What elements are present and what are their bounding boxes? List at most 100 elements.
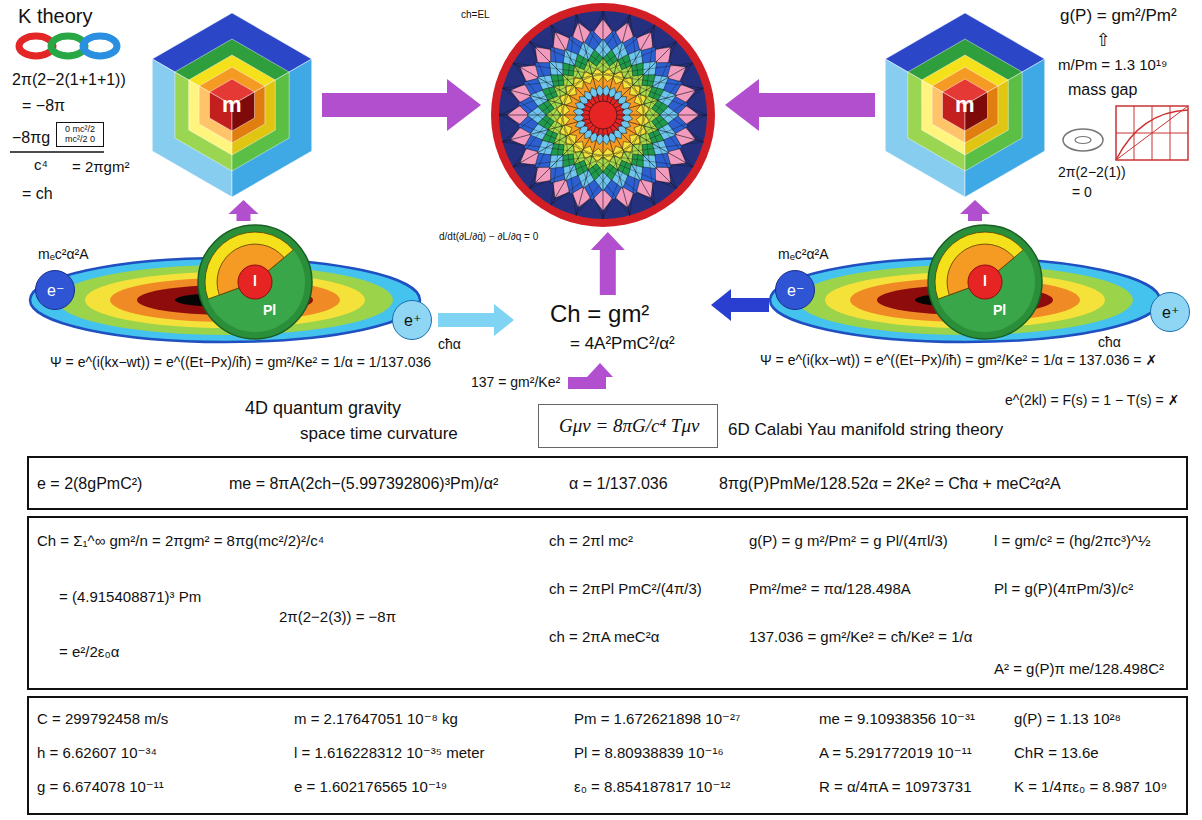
annotation-label: 6D Calabi Yau manifold string theory [728, 420, 1003, 440]
mass-gap-graph [1116, 106, 1188, 160]
mandala-chord [630, 15, 655, 206]
equation-box: Gμν = 8πG/c⁴ Tμν [538, 404, 718, 448]
mandala-chord [513, 63, 630, 216]
arrow-head [447, 79, 481, 131]
annotation-label: 2π(2−2(1+1+1)) [12, 70, 126, 89]
formula-text: A = 5.291772019 10⁻¹¹ [819, 744, 972, 762]
formula-group: Ch = gm²= 4A²PmC²/α² [520, 300, 705, 360]
formula-text: l = gm/c² = (hg/2πc³)^½ [994, 532, 1151, 550]
formula-text: ch = 2πA meC²α [549, 628, 659, 646]
mandala-spoke [551, 115, 603, 205]
annotation-label: = 0 [1072, 184, 1092, 201]
arrow-shaft [759, 93, 875, 117]
flow-arrow [591, 232, 625, 295]
formula-text: α = 1/137.036 [569, 474, 668, 493]
arrow-shaft [568, 377, 600, 383]
arrow-head [591, 232, 625, 250]
mandala-spoke [503, 115, 604, 142]
sphere-body [198, 225, 312, 339]
formula-text: m [222, 92, 242, 118]
formula-text: d/dt(∂L/∂q̇) − ∂L/∂q = 0 [439, 231, 538, 243]
mandala-chord [551, 25, 704, 142]
flow-arrow [725, 79, 875, 131]
mandala-chord [530, 42, 708, 116]
formula-text: g(P) = 1.13 10²⁸ [1014, 710, 1121, 728]
flow-arrow [568, 363, 613, 383]
mandala-circle: ch=ELd/dt(∂L/∂q̇) − ∂L/∂q = 0 [491, 3, 715, 227]
arrow-head [725, 79, 759, 131]
mandala-spoke [603, 115, 704, 142]
annotation-label: g(P) = gm²/Pm² [1060, 6, 1177, 26]
arrow-shaft [600, 250, 616, 295]
formula-text: ε₀ = 8.854187817 10⁻¹² [574, 778, 730, 796]
mandala-spoke [603, 115, 677, 189]
annotation-label: 2π(2−2(1)) [1058, 164, 1126, 181]
annotation-label: c⁴ [34, 156, 48, 174]
formula-text: A² = g(P)π me/128.498C² [994, 660, 1164, 678]
mandala-chord [513, 15, 630, 168]
annotation-label: ⇧ [1096, 30, 1111, 52]
formula-text: = e²/2ε₀α [59, 643, 119, 661]
formula-text: g = 6.674078 10⁻¹¹ [37, 778, 164, 796]
mandala-spoke [603, 42, 677, 116]
formula-text: C = 299792458 m/s [37, 710, 168, 728]
arrow-shaft [968, 214, 982, 221]
mandala-spoke [530, 42, 604, 116]
annotation-label: e^(2kl) = F(s) = 1 − T(s) = ✗ [1005, 392, 1179, 409]
formula-text: g(P) = g m²/Pm² = g Pl/(4πl/3) [749, 532, 948, 550]
formula-text: Pm = 1.672621898 10⁻²⁷ [574, 710, 740, 728]
mandala-chord [530, 11, 604, 189]
mandala-chord [513, 63, 704, 88]
mandala-chord [503, 63, 694, 88]
layered-sphere: lPl [197, 224, 313, 340]
formula-text: 2π(2−2(3)) = −8π [279, 608, 396, 626]
torus-outline [1063, 129, 1103, 151]
graph-line [1116, 106, 1188, 160]
formula-text: K = 1/4πε₀ = 8.987 10⁹ [1014, 778, 1167, 796]
formula-text: me = 8πA(2ch−(5.997392806)³Pm)/α² [229, 474, 498, 493]
mandala-chord [551, 15, 576, 206]
mandala-chord [576, 15, 693, 168]
annotation-label: 4D quantum gravity [245, 398, 401, 420]
mandala-chord [503, 25, 656, 142]
flow-arrow [711, 289, 769, 321]
formula-text: me = 9.10938356 10⁻³¹ [819, 710, 975, 728]
annotation-label: K theory [18, 4, 92, 28]
formula-text: 137 = gm²/Ke² [471, 374, 560, 391]
sphere-core [968, 265, 1002, 299]
mandala-chord [551, 88, 704, 205]
formula-text: ChR = 13.6e [1014, 744, 1099, 762]
mandala-spoke [603, 88, 704, 115]
mandala-spoke [603, 115, 655, 205]
formula-text: ch = 2πl mc² [549, 532, 633, 550]
sphere-body [935, 232, 1035, 332]
sphere-body [928, 225, 1042, 339]
formula-group: 137 = gm²/Ke² [468, 370, 565, 396]
fraction-line [10, 151, 104, 153]
formula-panel: Ch = Σ₁^∞ gm²/n = 2πgm² = 8πg(mc²/2)²/c⁴… [27, 516, 1188, 690]
mandala-chord [530, 42, 604, 220]
mandala-circle-outline [491, 3, 715, 227]
mandala-ring [491, 3, 715, 227]
formula-text: l = 1.616228312 10⁻³⁵ meter [294, 744, 485, 762]
mandala-core [589, 101, 617, 129]
mandala-ring [499, 11, 707, 219]
electron-circle: e⁻ [775, 270, 815, 310]
positron-circle: e⁺ [1150, 292, 1190, 332]
formula-text: Gμν = 8πG/c⁴ Tμν [559, 415, 699, 438]
formula-text: Pl [263, 302, 276, 319]
mandala-spoke [603, 15, 630, 116]
graph-frame [1116, 106, 1188, 160]
arrow-shaft [438, 313, 494, 327]
mandala-spoke [576, 15, 603, 116]
nested-cube-hexagon: m [152, 13, 312, 197]
annotation-label: −8πg [12, 128, 50, 147]
flow-arrow [960, 200, 990, 221]
mandala-spoke [603, 11, 604, 115]
mandala-spoke [603, 115, 630, 216]
formula-text: e⁻ [787, 281, 804, 300]
mandala-chord [513, 142, 704, 167]
formula-text: Pl = 8.80938839 10⁻¹⁶ [574, 744, 724, 762]
formula-text: 8πg(P)PmMe/128.52α = 2Ke² = Cħα + meC²α²… [719, 474, 1061, 493]
